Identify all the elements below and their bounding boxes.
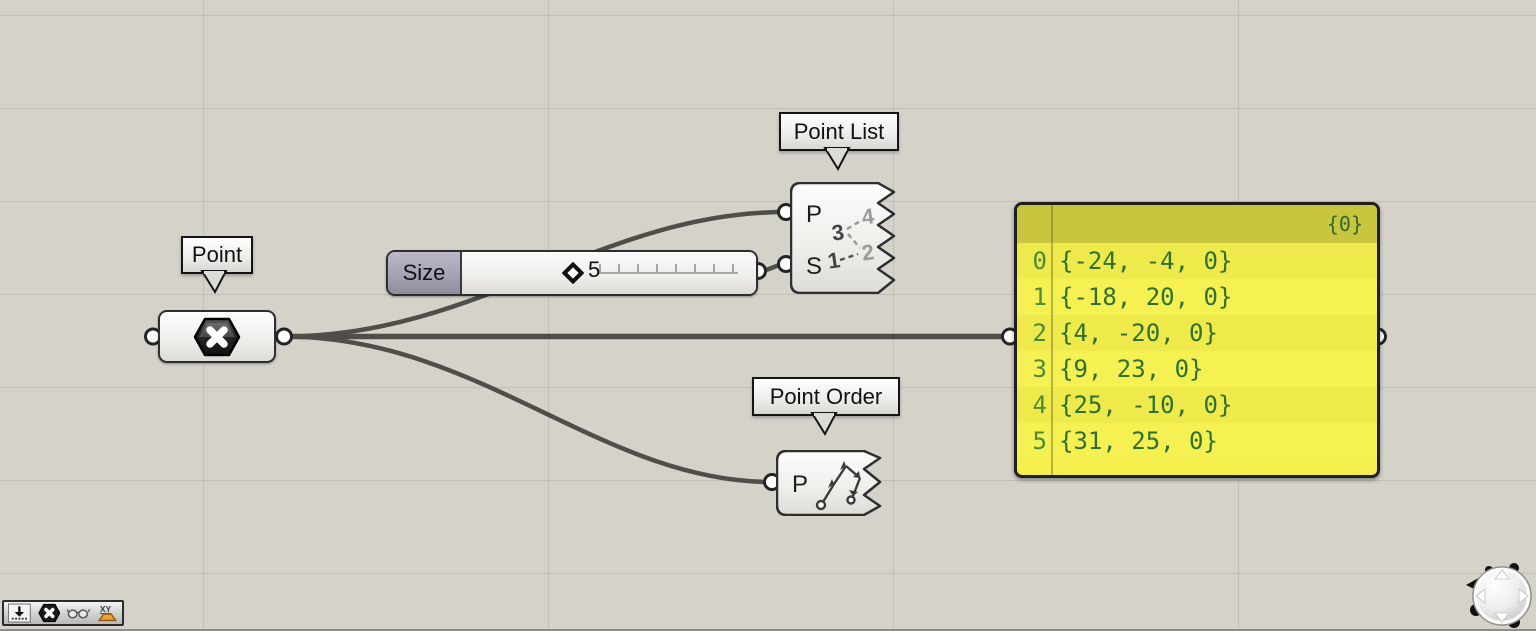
row-index: 2 <box>1032 319 1047 347</box>
panel-index-divider <box>1051 205 1053 475</box>
slider-ticks <box>599 264 738 274</box>
xy-label: XY <box>100 604 112 614</box>
size-slider[interactable]: Size 5 <box>386 250 758 296</box>
panel-row: 0 {-24, -4, 0} <box>1017 243 1377 279</box>
slider-name-plate: Size <box>388 252 462 294</box>
row-value: {4, -20, 0} <box>1059 319 1218 347</box>
pointorder-label: Point Order <box>769 383 883 409</box>
trackball-nav-widget[interactable] <box>1462 560 1536 629</box>
pointlist-component[interactable]: P S 3 4 1 2 <box>790 182 900 294</box>
canvas-mini-toolbar[interactable]: XY <box>2 600 124 626</box>
panel-row: 1 {-18, 20, 0} <box>1017 279 1377 315</box>
pointlist-pin-s-label: S <box>806 253 822 280</box>
point-output-nub[interactable] <box>275 327 293 346</box>
row-value: {-24, -4, 0} <box>1059 247 1233 275</box>
panel-row: 4 {25, -10, 0} <box>1017 387 1377 423</box>
row-index: 3 <box>1032 355 1047 383</box>
svg-text:3: 3 <box>830 219 846 245</box>
svg-text:4: 4 <box>860 203 876 230</box>
svg-text:1: 1 <box>826 247 842 273</box>
point-callout-pointer <box>200 270 228 295</box>
download-icon[interactable] <box>8 603 31 623</box>
svg-text:2: 2 <box>860 239 876 265</box>
pointorder-pin-p-label: P <box>792 471 808 498</box>
pointlist-label: Point List <box>793 118 885 144</box>
point-component[interactable] <box>158 310 276 363</box>
point-label: Point <box>191 242 243 267</box>
row-value: {-18, 20, 0} <box>1059 283 1233 311</box>
hexagon-x-point-icon[interactable] <box>38 602 61 624</box>
ordered-path-icon <box>815 461 862 511</box>
glasses-icon[interactable] <box>67 606 91 620</box>
slider-value: 5 <box>588 257 601 282</box>
trackball-sphere[interactable] <box>1472 566 1532 626</box>
hexagon-x-point-icon <box>193 317 241 357</box>
row-value: {25, -10, 0} <box>1059 391 1233 419</box>
slider-grip-icon[interactable] <box>562 262 584 284</box>
xy-plane-icon[interactable]: XY <box>97 603 118 623</box>
row-index: 5 <box>1032 427 1047 455</box>
row-index: 0 <box>1032 247 1047 275</box>
slider-track[interactable]: 5 <box>462 252 756 294</box>
row-index: 1 <box>1032 283 1047 311</box>
row-value: {9, 23, 0} <box>1059 355 1204 383</box>
pointorder-label-callout: Point Order <box>752 377 900 416</box>
numbered-points-icon: 3 4 1 2 <box>826 203 876 274</box>
pointlist-callout-pointer <box>823 147 851 172</box>
panel-row: 3 {9, 23, 0} <box>1017 351 1377 387</box>
pointorder-component[interactable]: P <box>776 450 886 516</box>
panel-row: 2 {4, -20, 0} <box>1017 315 1377 351</box>
row-value: {31, 25, 0} <box>1059 427 1218 455</box>
pointlist-label-callout: Point List <box>779 112 899 151</box>
panel-header: {0} <box>1017 205 1377 243</box>
panel-row: 5 {31, 25, 0} <box>1017 423 1377 459</box>
data-panel[interactable]: {0} 0 {-24, -4, 0} 1 {-18, 20, 0} 2 {4, … <box>1014 202 1380 478</box>
point-label-callout: Point <box>181 236 253 274</box>
panel-path-badge: {0} <box>1326 212 1363 236</box>
slider-name-label: Size <box>402 260 446 285</box>
wire-point-to-pointorder[interactable] <box>281 334 775 485</box>
pointlist-pin-p-label: P <box>806 201 822 228</box>
pointorder-callout-pointer <box>810 412 838 437</box>
row-index: 4 <box>1032 391 1047 419</box>
trackball-chevrons <box>1475 569 1529 623</box>
